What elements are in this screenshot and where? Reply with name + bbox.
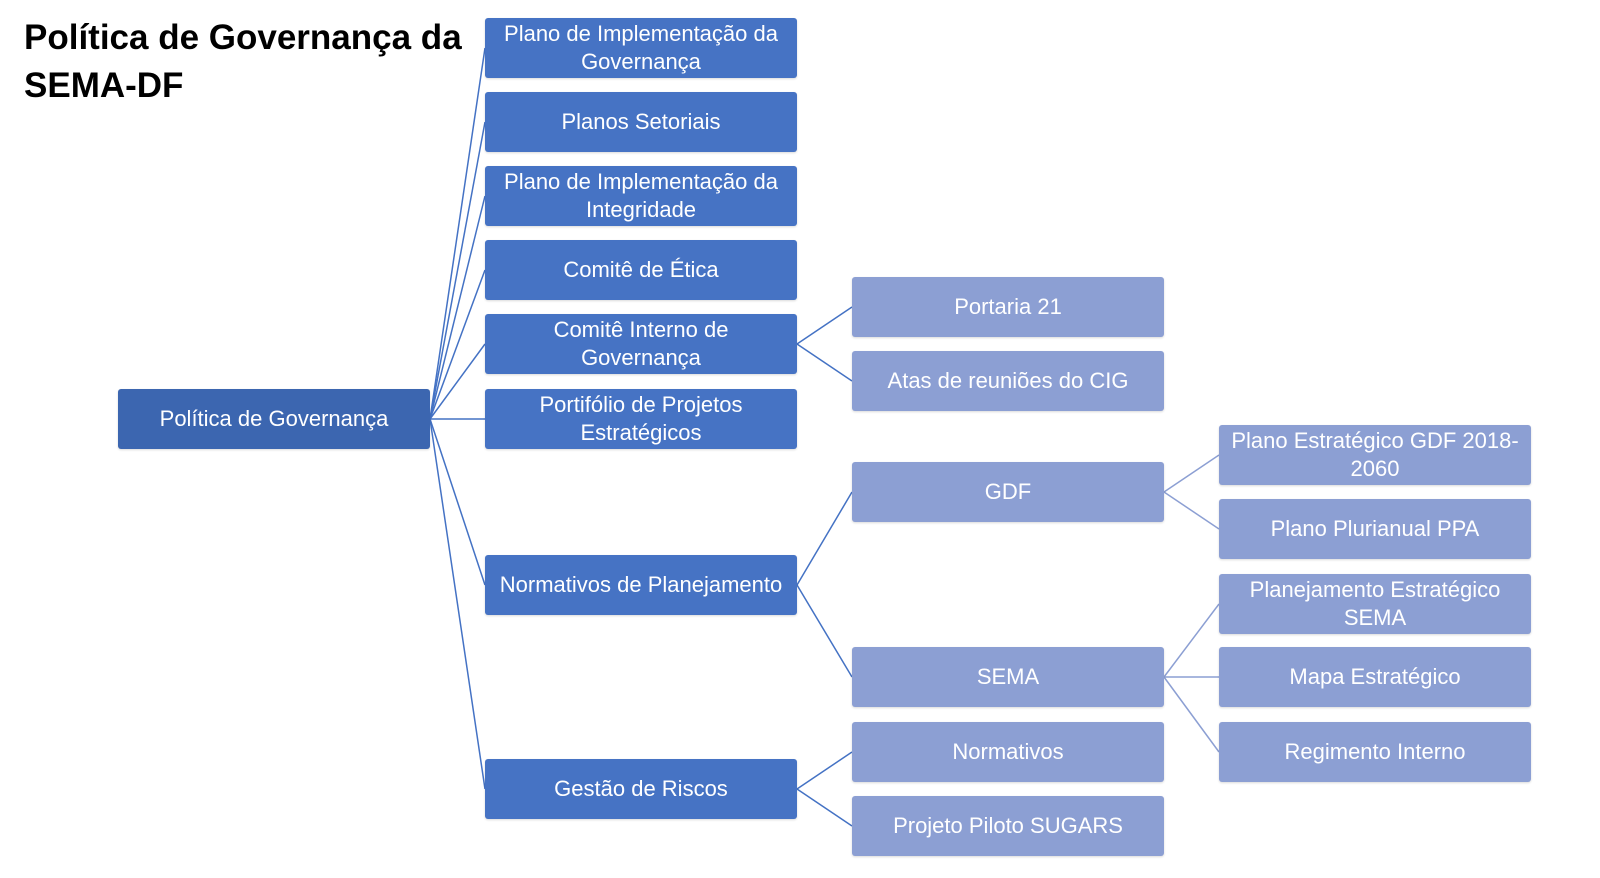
connector-gdf-plano_estrategico_gdf — [1163, 454, 1220, 493]
node-label: Plano Plurianual PPA — [1270, 516, 1480, 541]
node-sema: SEMA — [852, 647, 1164, 707]
connector-comite_interno-atas_cig — [796, 343, 853, 382]
node-projeto-piloto-sugars: Projeto Piloto SUGARS — [852, 796, 1164, 856]
node-label: Normativos — [952, 739, 1064, 764]
connector-sema-planejamento_sema — [1163, 603, 1220, 678]
node-label: Portaria 21 — [954, 294, 1062, 319]
connector-root-gestao_riscos — [429, 418, 486, 790]
node-label: Mapa Estratégico — [1289, 664, 1461, 689]
connector-root-plano_impl_integridade — [429, 195, 486, 420]
diagram-title: Política de Governança da SEMA-DF — [24, 14, 462, 110]
connector-gestao_riscos-normativos — [796, 751, 853, 790]
connector-gestao_riscos-projeto_sugars — [796, 788, 853, 827]
node-portifolio-projetos-estrategicos: Portifólio de Projetos Estratégicos — [485, 389, 797, 449]
node-gdf: GDF — [852, 462, 1164, 522]
connector-comite_interno-portaria_21 — [796, 306, 853, 345]
node-label: Plano de Implementação da Integridade — [504, 169, 778, 222]
connector-root-planos_setoriais — [429, 121, 486, 420]
node-mapa-estrategico: Mapa Estratégico — [1219, 647, 1531, 707]
node-label: SEMA — [976, 664, 1040, 689]
node-label: Portifólio de Projetos Estratégicos — [539, 392, 743, 445]
node-label: Plano Estratégico GDF 2018-2060 — [1231, 428, 1519, 481]
node-portaria-21: Portaria 21 — [852, 277, 1164, 337]
node-plano-plurianual-ppa: Plano Plurianual PPA — [1219, 499, 1531, 559]
node-label: Comitê Interno de Governança — [553, 317, 729, 370]
connector-gdf-ppa — [1163, 491, 1220, 530]
node-comite-de-etica: Comitê de Ética — [485, 240, 797, 300]
node-planejamento-estrategico-sema: Planejamento Estratégico SEMA — [1219, 574, 1531, 634]
node-comite-interno-de-governanca: Comitê Interno de Governança — [485, 314, 797, 374]
node-label: Regimento Interno — [1284, 739, 1466, 764]
connector-root-comite_interno — [429, 343, 486, 420]
connector-normativos_planejamento-sema — [796, 584, 853, 678]
node-planos-setoriais: Planos Setoriais — [485, 92, 797, 152]
node-normativos-de-planejamento: Normativos de Planejamento — [485, 555, 797, 615]
node-regimento-interno: Regimento Interno — [1219, 722, 1531, 782]
node-normativos: Normativos — [852, 722, 1164, 782]
node-label: Planejamento Estratégico SEMA — [1249, 577, 1501, 630]
node-label: Comitê de Ética — [563, 257, 719, 282]
node-label: Política de Governança — [159, 406, 389, 431]
node-label: Atas de reuniões do CIG — [887, 368, 1129, 393]
connector-root-comite_etica — [429, 269, 486, 420]
connector-root-normativos_planejamento — [429, 418, 486, 586]
node-label: Planos Setoriais — [561, 109, 721, 134]
node-atas-reunioes-cig: Atas de reuniões do CIG — [852, 351, 1164, 411]
connector-sema-regimento_interno — [1163, 676, 1220, 753]
node-label: Normativos de Planejamento — [499, 572, 783, 597]
diagram-title-line-2: SEMA-DF — [24, 66, 184, 105]
node-label: GDF — [984, 479, 1032, 504]
node-plano-implementacao-governanca: Plano de Implementação da Governança — [485, 18, 797, 78]
node-label: Projeto Piloto SUGARS — [893, 813, 1123, 838]
node-plano-implementacao-integridade: Plano de Implementação da Integridade — [485, 166, 797, 226]
node-label: Plano de Implementação da Governança — [504, 21, 778, 74]
node-label: Gestão de Riscos — [554, 776, 728, 801]
connector-root-plano_impl_governanca — [429, 47, 486, 420]
node-plano-estrategico-gdf: Plano Estratégico GDF 2018-2060 — [1219, 425, 1531, 485]
node-gestao-de-riscos: Gestão de Riscos — [485, 759, 797, 819]
node-politica-de-governanca: Política de Governança — [118, 389, 430, 449]
connector-normativos_planejamento-gdf — [796, 491, 853, 586]
diagram-title-line-1: Política de Governança da — [24, 18, 462, 57]
